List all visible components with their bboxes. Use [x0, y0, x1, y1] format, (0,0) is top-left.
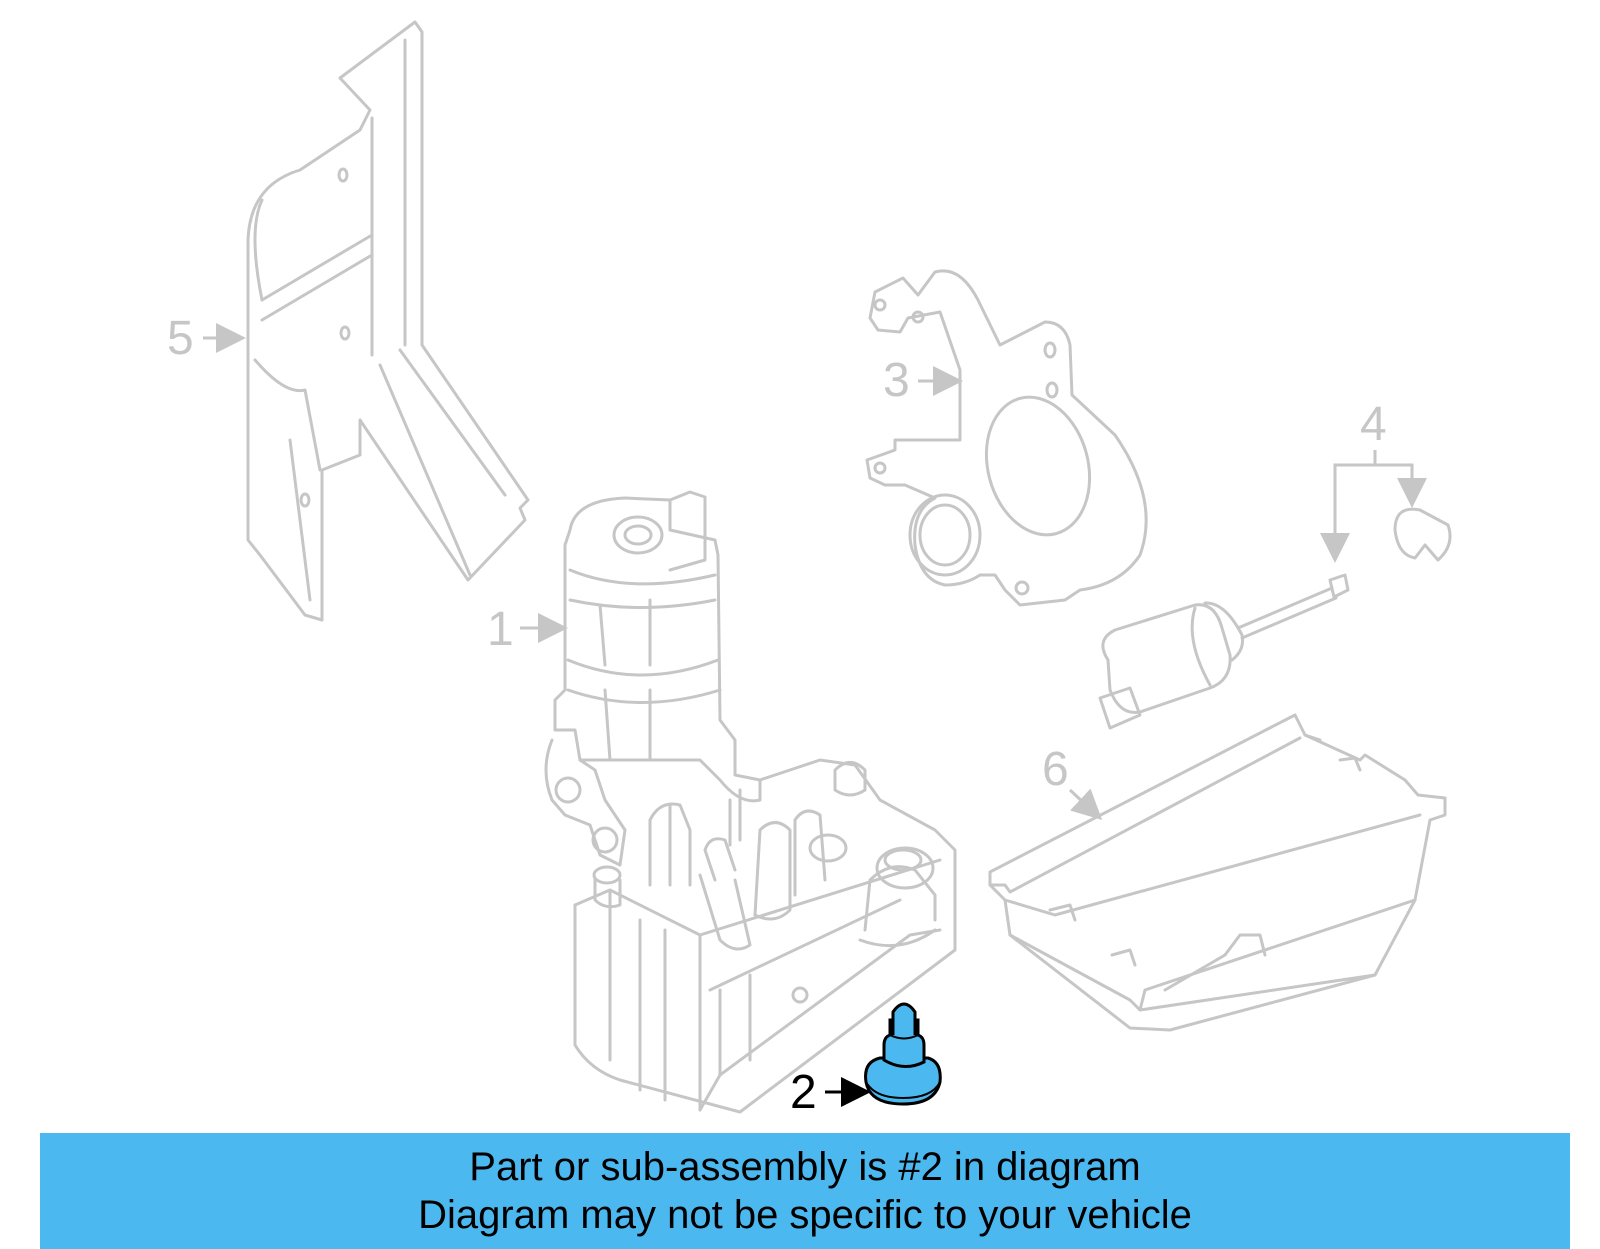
- callout-1-label: 1: [487, 603, 514, 656]
- callout-6-label: 6: [1042, 743, 1069, 796]
- callout-3-label: 3: [883, 354, 910, 407]
- callout-3: 3: [883, 354, 963, 407]
- part-6-control-module: [988, 713, 1447, 1032]
- banner-line-1: Part or sub-assembly is #2 in diagram: [469, 1145, 1141, 1189]
- part-4-sensor: [1098, 507, 1452, 730]
- callout-2: 2: [790, 1066, 871, 1119]
- callout-4: 4: [1320, 398, 1427, 563]
- banner-line-2: Diagram may not be specific to your vehi…: [418, 1193, 1192, 1237]
- callout-2-label: 2: [790, 1066, 817, 1119]
- part-5-bracket: [246, 20, 530, 622]
- callout-1: 1: [487, 603, 568, 656]
- callout-6: 6: [1042, 743, 1103, 821]
- callout-4-label: 4: [1360, 398, 1387, 451]
- info-banner: Part or sub-assembly is #2 in diagram Di…: [40, 1133, 1570, 1249]
- callout-5-label: 5: [167, 312, 194, 365]
- part-3-mounting-plate: [865, 269, 1148, 607]
- part-2-bolt: [864, 1002, 942, 1106]
- callout-5: 5: [167, 312, 246, 365]
- part-1-modulator-assembly: [544, 490, 957, 1114]
